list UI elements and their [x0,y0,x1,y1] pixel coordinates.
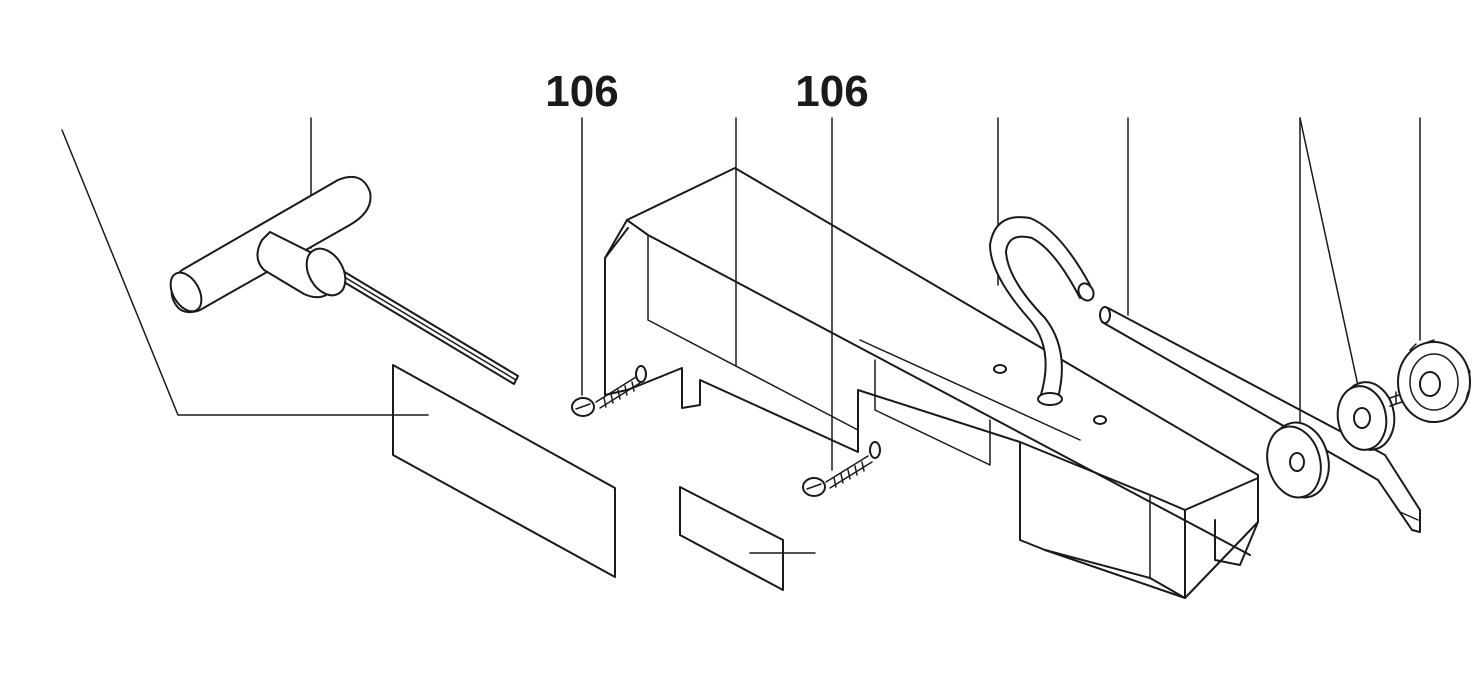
threaded-knob [1389,339,1471,423]
t-handle-hex-key [169,176,519,385]
callout-106-right: 106 [795,67,868,116]
screw-right [802,455,873,497]
label-plate-small [679,486,784,591]
screw-left [571,376,641,417]
leader-line-label-plate [61,129,429,416]
label-plate-large [392,364,616,578]
flat-washer [1266,421,1330,499]
callout-106-left: 106 [545,67,618,116]
guide-rod [1099,306,1421,533]
leader-line-washer-b [1299,117,1361,396]
clamp-washer [1336,381,1396,451]
leader-lines [61,117,1421,554]
air-hose [989,216,1095,406]
housing-body [604,167,1259,599]
